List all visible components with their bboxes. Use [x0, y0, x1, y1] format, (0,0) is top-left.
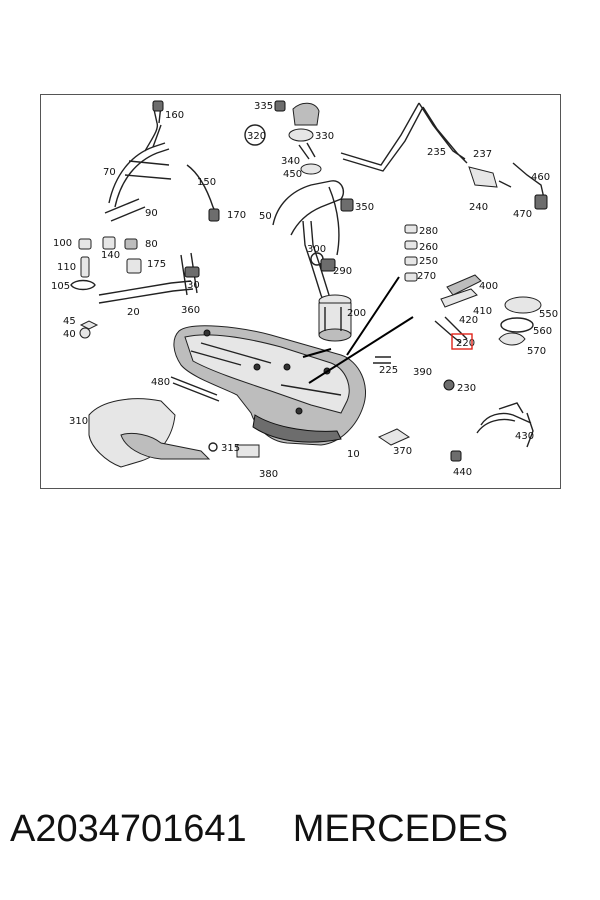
callout-label: 40 [63, 329, 76, 340]
top-center-parts-drawing [244, 100, 354, 336]
callout-label: 50 [259, 211, 272, 222]
callout-label: 460 [531, 172, 550, 183]
brand-name: MERCEDES [292, 808, 509, 850]
callout-label: 70 [103, 167, 116, 178]
callout-label: 270 [417, 271, 436, 282]
callout-label: 160 [165, 110, 184, 121]
callout-label: 335 [254, 101, 273, 112]
fuel-line-right-drawing [340, 102, 548, 210]
callout-label: 175 [147, 259, 166, 270]
callout-label: 90 [145, 208, 158, 219]
callout-label: 400 [479, 281, 498, 292]
callout-label: 220 [456, 338, 475, 349]
callout-label: 80 [145, 239, 158, 250]
callout-label: 140 [101, 250, 120, 261]
callout-label: 235 [427, 147, 446, 158]
callout-label: 237 [473, 149, 492, 160]
callout-label: 320 [247, 131, 266, 142]
callout-label: 20 [127, 307, 140, 318]
fuel-tank-drawing [173, 325, 367, 446]
callout-labels: 160 335 330 320 340 450 70 150 90 170 50… [51, 101, 558, 480]
small-parts-right-drawing [373, 224, 542, 391]
heat-shield-drawing [88, 376, 260, 468]
callout-label: 440 [453, 467, 472, 478]
highlighted-part-box [451, 333, 473, 350]
callout-label: 250 [419, 256, 438, 267]
callout-label: 330 [315, 131, 334, 142]
callout-label: 450 [283, 169, 302, 180]
callout-label: 230 [457, 383, 476, 394]
callout-label: 170 [227, 210, 246, 221]
callout-label: 410 [473, 306, 492, 317]
callout-label: 290 [333, 266, 352, 277]
part-number: A2034701641 [10, 808, 247, 850]
callout-label: 300 [307, 244, 326, 255]
callout-label: 100 [53, 238, 72, 249]
callout-label: 240 [469, 202, 488, 213]
callout-label: 420 [459, 315, 478, 326]
bracket-drawing [377, 402, 534, 462]
callout-label: 10 [347, 449, 360, 460]
callout-label: 370 [393, 446, 412, 457]
callout-label: 550 [539, 309, 558, 320]
callout-label: 340 [281, 156, 300, 167]
callout-label: 310 [69, 416, 88, 427]
callout-label: 350 [355, 202, 374, 213]
callout-label: 480 [151, 377, 170, 388]
filler-neck-drawing [104, 100, 220, 222]
callout-label: 260 [419, 242, 438, 253]
callout-label: 470 [513, 209, 532, 220]
leader-lines [302, 276, 414, 384]
callout-label: 110 [57, 262, 76, 273]
callout-label: 360 [181, 305, 200, 316]
fuel-pump-module-drawing [318, 294, 352, 342]
callout-label: 430 [515, 431, 534, 442]
callout-label: 560 [533, 326, 552, 337]
callout-label: 315 [221, 443, 240, 454]
callout-label: 200 [347, 308, 366, 319]
parts-diagram-frame: 160 335 330 320 340 450 70 150 90 170 50… [40, 94, 561, 489]
small-parts-left-drawing [70, 236, 200, 339]
product-caption: A2034701641 MERCEDES [10, 808, 590, 858]
callout-label: 280 [419, 226, 438, 237]
fuel-system-exploded-diagram: 160 335 330 320 340 450 70 150 90 170 50… [51, 100, 558, 480]
callout-label: 105 [51, 281, 70, 292]
callout-label: 225 [379, 365, 398, 376]
callout-label: 390 [413, 367, 432, 378]
callout-label: 380 [259, 469, 278, 480]
callout-label: 150 [197, 177, 216, 188]
callout-label: 570 [527, 346, 546, 357]
callout-label: 30 [187, 280, 200, 291]
callout-label: 45 [63, 316, 76, 327]
